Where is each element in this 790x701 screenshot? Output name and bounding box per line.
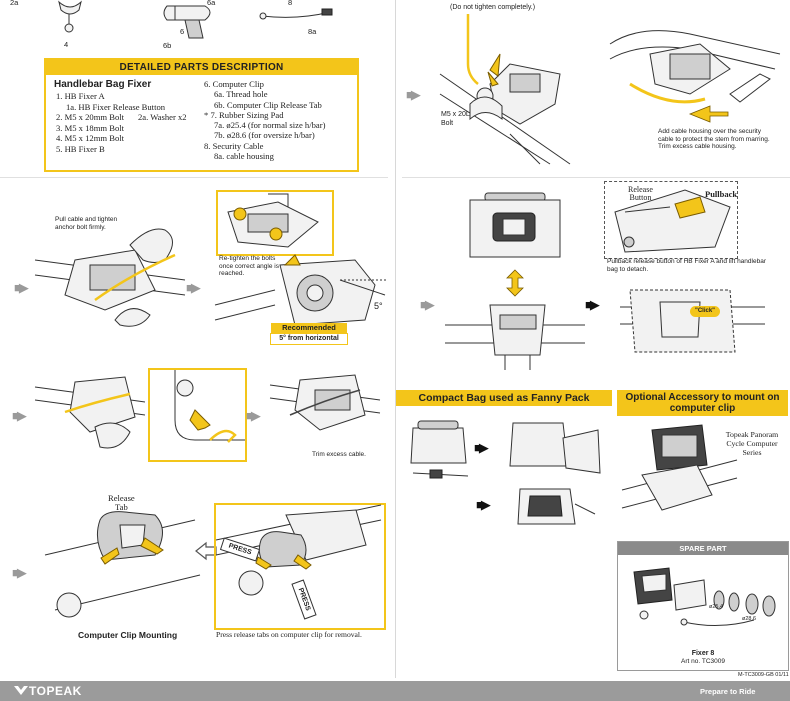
spare-d1-label: ø25.4 [709, 604, 724, 610]
security-cable-drawing [259, 8, 333, 20]
cable-wrap-illustration [34, 376, 146, 449]
parts-right-item: * 7. Rubber Sizing Pad [204, 109, 284, 120]
detailed-parts-box: DETAILED PARTS DESCRIPTION Handlebar Bag… [44, 58, 359, 172]
bolt-install-illustration [439, 14, 571, 165]
cable-housing-illustration [609, 30, 781, 123]
part-label-6b: 6b [163, 41, 172, 50]
retighten-inset [216, 190, 334, 256]
spare-part-title: SPARE PART [618, 542, 788, 555]
row-divider-right [402, 177, 790, 178]
step-arrow-icon: ■▶ [186, 280, 201, 295]
parts-right-item: 8. Security Cable [204, 140, 264, 151]
handlebar-bag-fixer-heading: Handlebar Bag Fixer [54, 79, 152, 90]
bag-attach-illustration [620, 289, 765, 353]
parts-left-column: 1. HB Fixer A 1a. HB Fixer Release Butto… [56, 91, 165, 155]
cable-loop-inset [148, 368, 247, 462]
part-label-6a: 6a [207, 0, 216, 7]
part-drawing-4 [58, 0, 82, 33]
release-tab-label: Release Tab [108, 493, 135, 512]
fanny-bag-illustration [410, 420, 469, 479]
washer-label: 2a. Washer x2 [138, 112, 187, 122]
retighten-note: Re-tighten the bolts once correct angle … [219, 255, 279, 277]
part-label-6: 6 [180, 27, 185, 36]
pull-cable-note: Pull cable and tighten anchor bolt firml… [55, 216, 118, 231]
step-arrow-icon: ■▶ [406, 87, 421, 102]
clip-mounting-illustration [44, 511, 201, 618]
footer-bar: TOPEAK Prepare to Ride [0, 681, 790, 701]
parts-left-item: 3. M5 x 18mm Bolt [56, 122, 125, 133]
release-button-label: Release Button [628, 185, 653, 202]
parts-right-item: 8a. cable housing [214, 151, 274, 162]
recommended-badge: Recommended [271, 323, 347, 333]
parts-left-item: 1a. HB Fixer Release Button [66, 101, 166, 112]
spare-part-name: Fixer 8 [691, 650, 715, 657]
footer-slogan: Prepare to Ride [700, 687, 756, 696]
step-arrow-icon: ■▶ [474, 440, 489, 455]
topeak-brand: TOPEAK [29, 684, 82, 698]
pullback-note: Pullback release button of HB Fixer A an… [607, 258, 766, 273]
parts-left-item: 5. HB Fixer B [56, 143, 105, 154]
parts-left-item: 4. M5 x 12mm Bolt [56, 133, 125, 144]
step-arrow-icon: ■▶ [12, 565, 27, 580]
handlebar-bag-illustration [469, 192, 561, 258]
clip-removal-inset [214, 503, 386, 630]
part-label-8: 8 [288, 0, 293, 7]
trim-cable-illustration [269, 374, 381, 431]
spare-d2-label: ø28.6 [742, 616, 757, 622]
angle-adjust-illustration [214, 254, 387, 326]
parts-left-item: 2. M5 x 20mm Bolt [56, 112, 125, 123]
computer-clip-mounting-caption: Computer Clip Mounting [78, 630, 178, 640]
cable-housing-note: Add cable housing over the security cabl… [658, 128, 770, 150]
click-badge: "Click" [690, 306, 720, 317]
part-label-8a: 8a [308, 27, 317, 36]
left-outline-arrow-icon [195, 541, 217, 561]
fanny-back-illustration [517, 488, 596, 525]
step-arrow-icon: ■▶ [246, 408, 261, 423]
panoram-product-label: Topeak Panoram Cycle Computer Series [725, 430, 779, 457]
press-release-note: Press release tabs on computer clip for … [216, 630, 362, 639]
m5x20-bolt-label: M5 x 20L Bolt [441, 111, 470, 127]
fixer-a-mounted-illustration [445, 304, 585, 370]
detailed-parts-title: DETAILED PARTS DESCRIPTION [46, 60, 357, 75]
pullback-label: Pullback [705, 189, 738, 199]
parts-right-item: 6b. Computer Clip Release Tab [214, 99, 322, 110]
part-label-4: 4 [64, 40, 69, 49]
parts-left-item: 1. HB Fixer A [56, 91, 105, 101]
parts-right-column: 6. Computer Clip 6a. Thread hole 6b. Com… [204, 79, 325, 161]
cycle-computer-illustration [621, 424, 738, 511]
spare-part-art-no: Art no. TC3009 [681, 658, 725, 665]
trim-excess-note: Trim excess cable. [312, 451, 366, 458]
parts-right-item: 7b. ø28.6 (for oversize h/bar) [214, 130, 315, 141]
parts-right-item: 6a. Thread hole [214, 89, 268, 100]
optional-accessory-title: Optional Accessory to mount on computer … [617, 390, 788, 416]
row-divider-left [0, 177, 388, 178]
spare-part-box: SPARE PART ø25.4 ø28.6 Fixer 8 Art no. T… [617, 541, 789, 671]
release-button-inset [604, 181, 738, 259]
up-down-arrow-icon [506, 269, 524, 297]
step-arrow-icon: ■▶ [585, 297, 600, 312]
angle-label: 5° [374, 301, 383, 311]
parts-right-item: 7a. ø25.4 (for normal size h/bar) [214, 120, 326, 131]
tighten-anchor-illustration [34, 228, 186, 327]
step-arrow-icon: ■▶ [476, 497, 491, 512]
step-arrow-icon: ■▶ [420, 297, 435, 312]
computer-clip-drawing [163, 5, 211, 39]
fanny-pack-title: Compact Bag used as Fanny Pack [396, 390, 612, 406]
spare-part-illustration [633, 567, 776, 627]
from-horizontal-label: 5° from horizontal [270, 333, 348, 345]
column-divider [395, 0, 396, 678]
topeak-logo-icon [14, 685, 28, 696]
doc-code: M-TC3009-GB 01/11 [738, 672, 789, 678]
fanny-worn-illustration [509, 422, 601, 474]
part-label-2a: 2a [10, 0, 19, 7]
parts-right-item: 6. Computer Clip [204, 79, 264, 89]
do-not-tighten-note: (Do not tighten completely.) [450, 4, 536, 11]
step-arrow-icon: ■▶ [12, 408, 27, 423]
step-arrow-icon: ■▶ [14, 280, 29, 295]
